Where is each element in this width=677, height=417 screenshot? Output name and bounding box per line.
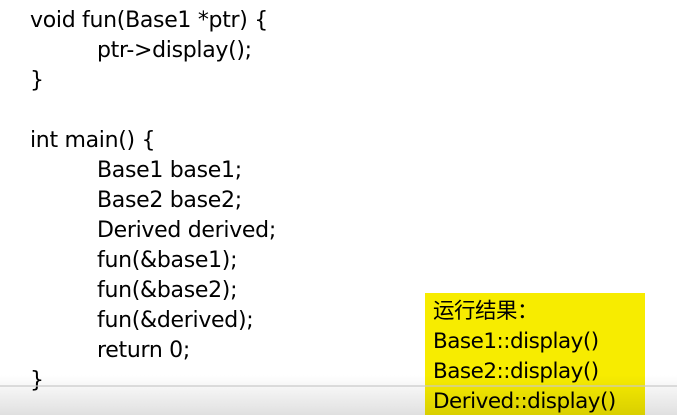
- result-line: Derived::display(): [433, 389, 616, 414]
- code-line: Base2 base2;: [97, 188, 242, 213]
- code-line: fun(&base1);: [97, 248, 238, 273]
- code-block: void fun(Base1 *ptr) { ptr->display(); }…: [30, 6, 276, 396]
- result-title: 运行结果：: [433, 299, 539, 324]
- code-line: Derived derived;: [97, 218, 276, 243]
- code-line: [30, 96, 276, 126]
- code-line: ptr->display();: [97, 38, 252, 63]
- code-line: void fun(Base1 *ptr) {: [30, 8, 268, 33]
- code-line: fun(&base2);: [97, 278, 238, 303]
- code-line: Base1 base1;: [97, 158, 242, 183]
- code-line: }: [30, 368, 44, 393]
- video-progress-track[interactable]: [0, 385, 677, 387]
- code-line: int main() {: [30, 128, 156, 153]
- code-line: return 0;: [97, 338, 190, 363]
- result-line: Base1::display(): [433, 329, 599, 354]
- code-line: fun(&derived);: [97, 308, 254, 333]
- code-line: }: [30, 68, 44, 93]
- run-result-box: 运行结果： Base1::display() Base2::display() …: [425, 293, 645, 415]
- result-line: Base2::display(): [433, 359, 599, 384]
